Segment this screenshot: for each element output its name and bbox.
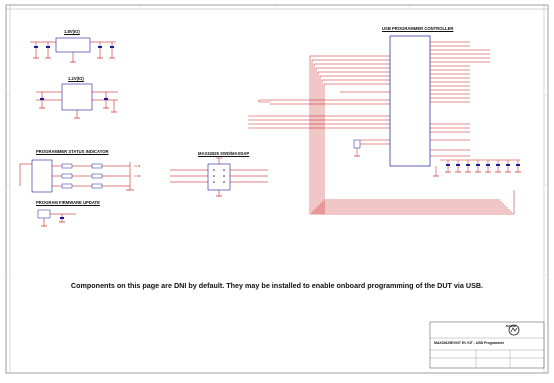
section-title-usb-controller: USB PROGRAMMER CONTROLLER	[382, 26, 454, 31]
status-indicator-block	[19, 159, 141, 193]
section-title-1v2: 1.2V(IO)	[68, 76, 84, 81]
dni-note: Components on this page are DNI by defau…	[70, 281, 484, 290]
title-block-logo-text: MAXIM	[506, 324, 516, 328]
usb-controller-ic	[248, 35, 521, 215]
title-block-description: MAX32625EVKIT EV KIT - USB Programmer	[434, 341, 505, 345]
regulator-1v2-block	[36, 83, 118, 119]
firmware-update-block	[37, 209, 76, 227]
logo-icon	[508, 324, 520, 336]
section-title-fw-update: PROGRAM FIRMWARE UPDATE	[36, 200, 100, 205]
title-block	[429, 321, 545, 369]
regulator-1v8-block	[30, 37, 116, 63]
section-title-1v8: 1.8V(IO)	[64, 29, 80, 34]
section-title-status: PROGRAMMER STATUS INDICATOR	[36, 149, 109, 154]
swd-connector-block	[170, 157, 268, 197]
sheet-border	[5, 4, 549, 374]
section-title-swd: MAX32625 SWD/MAXDAP	[198, 151, 250, 156]
